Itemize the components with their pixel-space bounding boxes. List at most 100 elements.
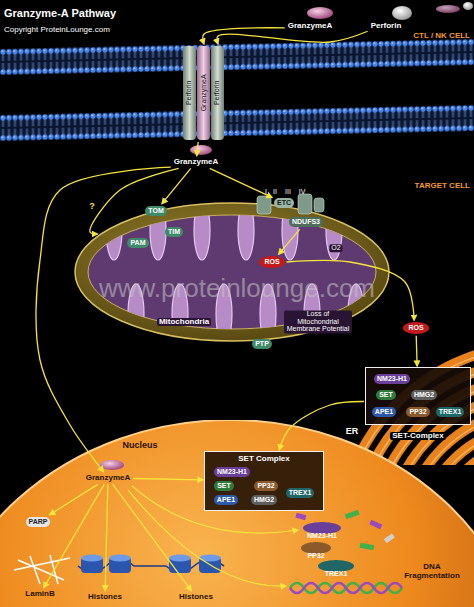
node-label: SET bbox=[379, 391, 393, 399]
pathway-arrow bbox=[217, 31, 368, 44]
protein-blob: NM23-H1 bbox=[214, 467, 250, 478]
node-label: TIM bbox=[168, 228, 180, 236]
pathway-arrow bbox=[162, 168, 191, 203]
granzyme-blob bbox=[307, 7, 333, 19]
node-label: NM23-H1 bbox=[217, 468, 247, 476]
effect-note: Loss of Mitochondrial Membrane Potential bbox=[284, 310, 352, 333]
nucleus: NucleusGranzymeA PARP LaminB Histones Histon… bbox=[0, 420, 474, 607]
etc-complexes-part bbox=[314, 198, 324, 212]
copyright-note: Copyright ProteinLounge.com bbox=[4, 26, 110, 35]
perforin-pore: Perforin bbox=[183, 46, 196, 140]
protein-complex: ETC bbox=[274, 198, 294, 209]
dna-fragments-part bbox=[295, 513, 306, 520]
protein-blob: PP32 bbox=[406, 407, 429, 418]
histone-drums-part bbox=[81, 555, 103, 562]
node-label: GranzymeA bbox=[86, 474, 130, 483]
node-label: APE1 bbox=[217, 496, 235, 504]
node-label: NDUFS3 bbox=[292, 218, 320, 226]
protein-label: LaminB bbox=[24, 590, 55, 599]
dna-fragments-part bbox=[369, 520, 382, 530]
region-label: Nucleus bbox=[122, 441, 157, 451]
nucleus-body bbox=[0, 420, 474, 607]
histone-drums bbox=[81, 555, 221, 574]
histone-label: Histones bbox=[87, 593, 123, 602]
node-label: PP32 bbox=[257, 482, 274, 490]
node-label: PARP bbox=[29, 518, 48, 526]
pathway-arrow bbox=[210, 168, 272, 197]
perforin-blob bbox=[392, 6, 412, 20]
region-label: SET-Complex bbox=[390, 432, 446, 441]
granzyme-label: GranzymeA bbox=[173, 158, 219, 167]
node-label: ETC bbox=[277, 199, 291, 207]
molecule-label: O2 bbox=[329, 244, 342, 252]
etc-complexes-part bbox=[298, 194, 312, 214]
cell-label: TARGET CELL bbox=[415, 182, 470, 191]
node-label: PAM bbox=[130, 239, 145, 247]
ros-oval: ROS bbox=[259, 256, 284, 268]
er-cisternae-part bbox=[354, 361, 474, 465]
protein-blob: APE1 bbox=[214, 495, 238, 506]
protein-complex: TIM bbox=[165, 227, 183, 238]
cell-label: CTL / NK CELL bbox=[413, 32, 470, 41]
protein-blob: HMG2 bbox=[251, 495, 277, 506]
lamin-filaments-part bbox=[14, 555, 70, 584]
node-label: TREX1 bbox=[439, 408, 462, 416]
pore-protein: PTP bbox=[252, 339, 272, 350]
diagram-title: Granzyme-A Pathway bbox=[4, 7, 116, 19]
protein-blob: SET bbox=[214, 481, 234, 492]
er-highlight-part bbox=[356, 363, 474, 465]
etc-complexes-part bbox=[257, 196, 271, 214]
complex-box: SET ComplexNM23-H1SET PP32APE1 HMG2 TREX1 bbox=[205, 452, 323, 510]
protein-complex: PAM bbox=[127, 238, 148, 249]
nucleus-illustration bbox=[0, 420, 474, 607]
dna-helix-part bbox=[290, 583, 402, 593]
node-label: Histones bbox=[179, 593, 213, 602]
node-label: HMG2 bbox=[414, 391, 434, 399]
watermark: www.proteinlounge.com bbox=[99, 274, 375, 303]
pathway-arrow bbox=[203, 28, 285, 44]
node-label: Perforin bbox=[371, 22, 402, 31]
perforin-pore: Perforin bbox=[211, 46, 224, 140]
histone-drums-part bbox=[109, 555, 131, 562]
dna-helix-part bbox=[290, 583, 402, 593]
protein-blob: TREX1 bbox=[286, 488, 315, 499]
cristae-part bbox=[238, 200, 254, 260]
cristae bbox=[106, 200, 364, 344]
node-label: APE1 bbox=[375, 408, 393, 416]
dna-fragments-part bbox=[360, 543, 375, 550]
perforin-blob bbox=[463, 2, 473, 10]
dna-fragments-part bbox=[384, 533, 395, 543]
granzyme-label: GranzymeA bbox=[85, 474, 131, 483]
region-label: Mitochondria bbox=[157, 318, 211, 327]
perforin-label: Perforin bbox=[370, 22, 403, 31]
granzyme-pore: GranzymeA bbox=[197, 46, 210, 140]
granzyme-blob bbox=[100, 460, 124, 470]
node-label: ROS bbox=[264, 258, 279, 266]
complex-box: SET-ComplexNM23-H1SETHMG2APE1PP32TREX1 bbox=[366, 368, 470, 424]
node-label: PTP bbox=[255, 340, 269, 348]
protein-blob: APE1 bbox=[372, 407, 396, 418]
cristae-part bbox=[106, 200, 122, 260]
membrane-band bbox=[0, 39, 474, 75]
node-label: NM23-H1 bbox=[377, 375, 407, 383]
node-label: TREX1 bbox=[289, 489, 312, 497]
protein-label: TREX1 bbox=[325, 570, 348, 578]
protein-complex: NDUFS3 bbox=[289, 217, 323, 228]
region-label: ER bbox=[346, 427, 359, 437]
node-label: GranzymeA bbox=[200, 75, 208, 112]
node-label: SET bbox=[217, 482, 231, 490]
histone-label: Histones bbox=[178, 593, 214, 602]
cristae-part bbox=[326, 200, 342, 260]
complex-number: III bbox=[285, 188, 291, 196]
etc-complexes bbox=[257, 194, 324, 214]
node-label: LaminB bbox=[25, 590, 54, 599]
region-label: SET Complex bbox=[238, 455, 290, 464]
node-label: ROS bbox=[408, 324, 423, 332]
protein-blob: PARP bbox=[26, 517, 51, 528]
protein-blob: SET bbox=[376, 390, 396, 401]
edge-label: ? bbox=[87, 202, 97, 212]
protein-label: PP32 bbox=[307, 552, 324, 560]
protein-blob: NM23-H1 bbox=[374, 374, 410, 385]
protein-complex: TOM bbox=[145, 206, 166, 217]
protein-blob: TREX1 bbox=[436, 407, 465, 418]
